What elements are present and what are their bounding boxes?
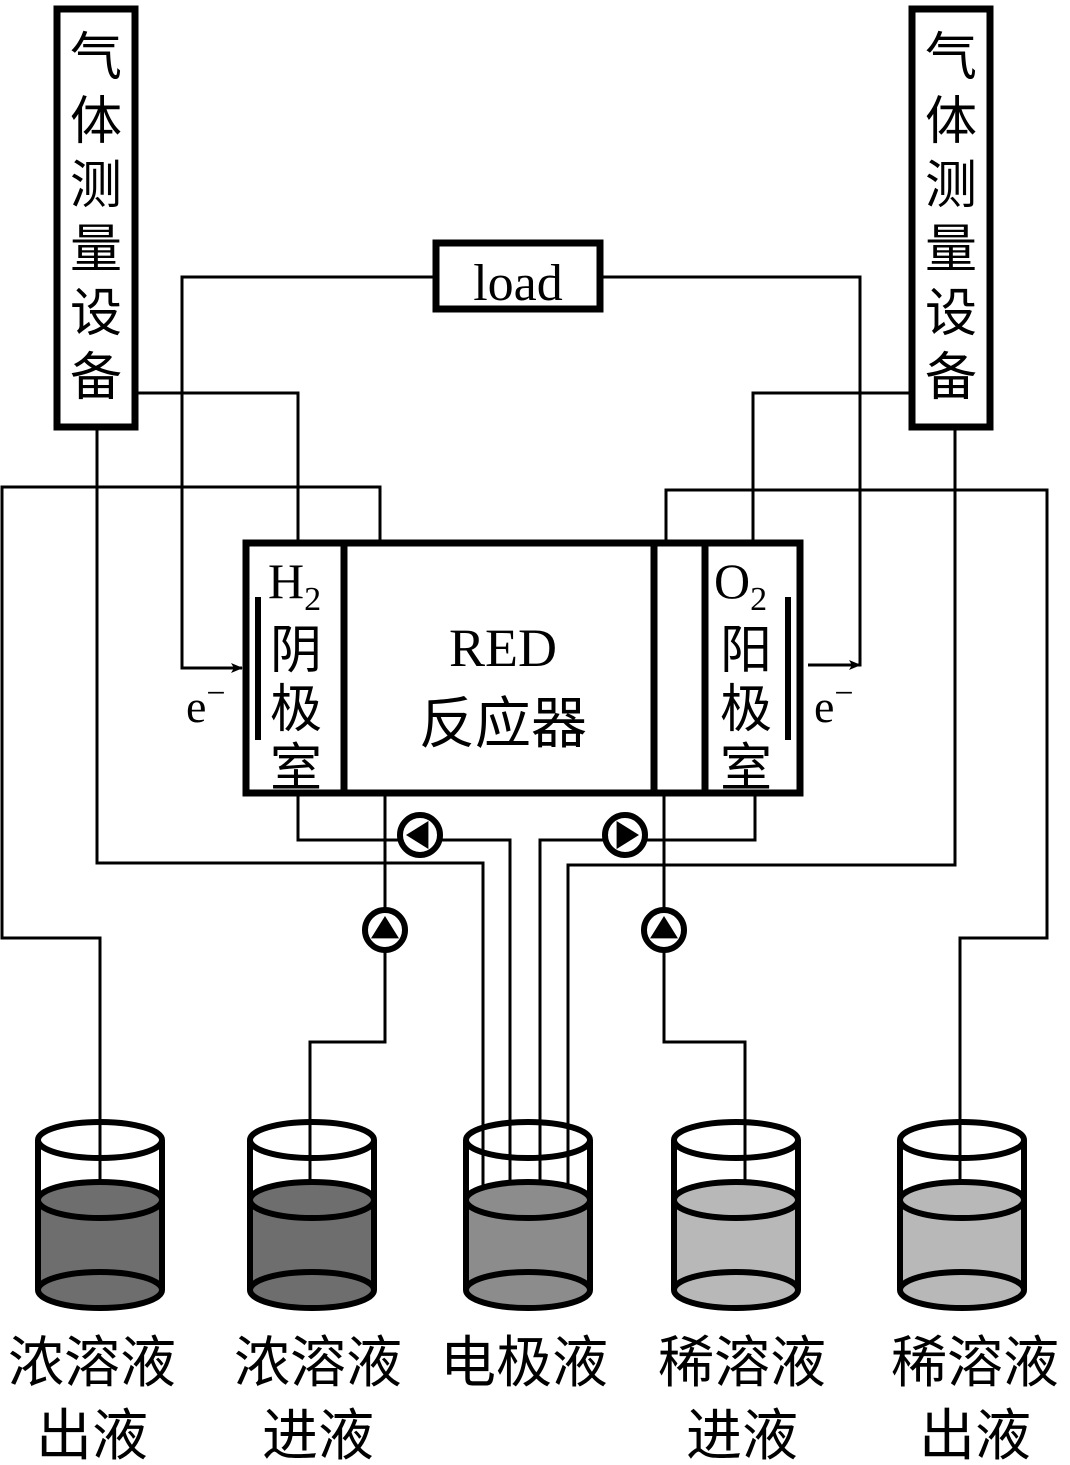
gas-return-left — [95, 429, 485, 1290]
right-gas-char: 测 — [925, 156, 977, 216]
load-box: load — [432, 239, 604, 313]
beaker-label-line1: 浓溶液 — [234, 1331, 402, 1396]
cathode-chamber: H2 阴 极 室 — [255, 553, 322, 799]
anode-loop — [538, 795, 757, 1290]
beaker-labels: 浓溶液 出液 浓溶液 进液 电极液 稀溶液 进液 稀溶液 出液 — [8, 1331, 1059, 1465]
conc-out-line — [0, 485, 382, 1290]
pump-direction-arrow — [406, 821, 429, 849]
dilute-pump-icon — [641, 907, 687, 953]
anode-electrode — [785, 597, 791, 740]
electrode-pump-left-icon — [397, 812, 443, 858]
load-wire-left — [180, 275, 433, 673]
cathode-char: 室 — [270, 739, 322, 799]
load-label: load — [473, 255, 563, 312]
pump-direction-arrow — [616, 821, 639, 849]
beaker — [463, 1119, 593, 1311]
reactor-subtitle: 反应器 — [419, 692, 587, 757]
gas-line-cathode — [136, 391, 300, 543]
right-gas-char: 设 — [925, 284, 977, 344]
concentrate-pump-icon — [362, 907, 408, 953]
cathode-char: 阴 — [270, 621, 322, 681]
electron-label-right: e− — [814, 675, 854, 732]
cathode-char: 极 — [270, 680, 322, 740]
anode-char: 阳 — [720, 621, 772, 681]
right-gas-char: 量 — [925, 220, 977, 280]
beaker — [897, 1119, 1027, 1311]
left-gas-char: 气 — [70, 28, 122, 88]
anode-gas: O2 — [714, 553, 767, 618]
beaker-label-line1: 稀溶液 — [891, 1331, 1059, 1396]
cathode-gas: H2 — [268, 553, 321, 618]
beaker-label-line2: 进液 — [686, 1404, 798, 1465]
cathode-electrode — [255, 597, 261, 740]
beaker — [35, 1119, 165, 1311]
dilute-out-line — [664, 488, 1049, 1290]
beaker-label-line1: 浓溶液 — [8, 1331, 176, 1396]
left-gas-char: 体 — [70, 92, 122, 152]
pump-direction-arrow — [371, 916, 399, 939]
left-gas-char: 测 — [70, 156, 122, 216]
gas-line-anode — [751, 391, 910, 543]
beakers — [35, 1119, 1027, 1311]
red-reactor: RED 反应器 H2 阴 极 室 O2 阳 极 室 — [242, 539, 804, 799]
left-gas-char: 设 — [70, 284, 122, 344]
electrode-pump-right-icon — [602, 812, 648, 858]
left-gas-char: 备 — [70, 348, 122, 408]
pump-direction-arrow — [650, 916, 678, 939]
beaker-label-line2: 进液 — [262, 1404, 374, 1465]
beaker-label-line2: 出液 — [919, 1404, 1031, 1465]
left-gas-char: 量 — [70, 220, 122, 280]
left-gas-device: 气 体 测 量 设 备 — [53, 5, 139, 431]
beaker-label-line1: 稀溶液 — [658, 1331, 826, 1396]
anode-char: 室 — [720, 739, 772, 799]
right-gas-char: 体 — [925, 92, 977, 152]
beaker-label-line2: 出液 — [36, 1404, 148, 1465]
reactor-title: RED — [449, 618, 557, 678]
beaker-label-line1: 电极液 — [440, 1331, 608, 1396]
beaker — [671, 1119, 801, 1311]
anode-char: 极 — [720, 680, 772, 740]
beaker — [247, 1119, 377, 1311]
right-gas-char: 备 — [925, 348, 977, 408]
electron-label-left: e− — [186, 675, 226, 732]
anode-chamber: O2 阳 极 室 — [714, 553, 791, 799]
gas-return-right — [566, 429, 957, 1290]
right-gas-char: 气 — [925, 28, 977, 88]
right-gas-device: 气 体 测 量 设 备 — [908, 5, 994, 431]
pumps — [362, 812, 687, 953]
